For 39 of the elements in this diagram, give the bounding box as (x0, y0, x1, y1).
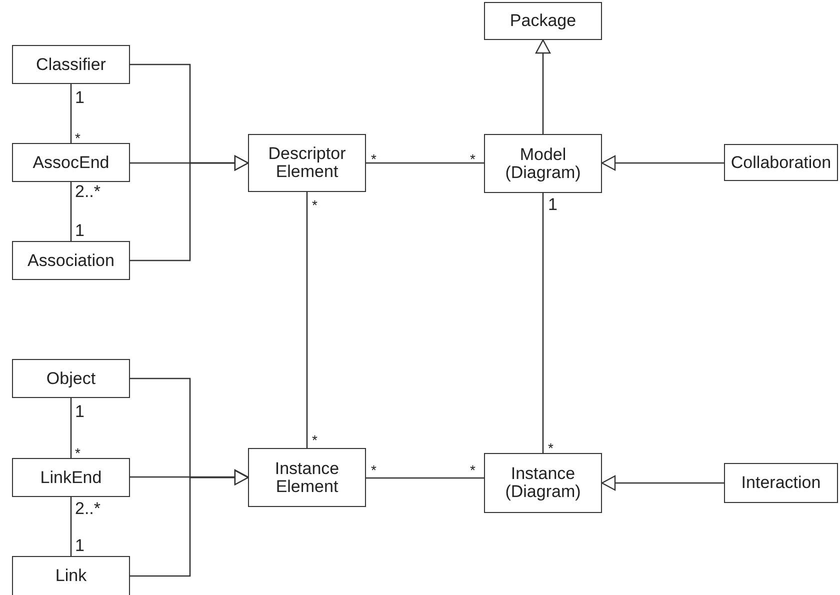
class-box: Descriptor Element (248, 134, 366, 192)
generalization-arrow (601, 155, 724, 171)
multiplicity-label: * (371, 151, 376, 168)
class-box: Link (12, 556, 130, 595)
class-box: Model (Diagram) (484, 134, 602, 193)
multiplicity-label: 1 (75, 89, 84, 106)
class-box: Instance Element (248, 448, 366, 507)
multiplicity-label: * (470, 462, 476, 479)
generalization-arrow (535, 39, 551, 134)
multiplicity-label: 1 (75, 537, 84, 554)
multiplicity-label: * (312, 432, 318, 449)
association-line (306, 192, 308, 448)
multiplicity-label: * (312, 197, 318, 214)
multiplicity-label: 2..* (75, 183, 101, 200)
class-box: Classifier (12, 45, 130, 84)
class-box: Package (484, 2, 602, 40)
association-line (70, 182, 72, 241)
class-box: Association (12, 241, 130, 280)
generalization-arrow (130, 470, 249, 577)
class-box: Instance (Diagram) (484, 453, 602, 513)
multiplicity-label: 1 (75, 403, 84, 420)
generalization-arrow (601, 475, 724, 491)
association-line (70, 84, 72, 143)
multiplicity-label: 1 (75, 222, 84, 239)
multiplicity-label: 1 (548, 196, 558, 213)
association-line (366, 162, 484, 164)
class-box: Collaboration (724, 144, 838, 181)
multiplicity-label: 2..* (75, 500, 101, 517)
association-line (366, 477, 484, 479)
association-line (70, 398, 72, 458)
generalization-arrow (130, 155, 249, 262)
association-line (542, 193, 544, 453)
class-box: AssocEnd (12, 143, 130, 182)
class-box: Object (12, 359, 130, 398)
class-box: Interaction (724, 463, 838, 503)
multiplicity-label: * (371, 462, 376, 479)
multiplicity-label: * (470, 151, 476, 168)
association-line (70, 497, 72, 556)
class-box: LinkEnd (12, 458, 130, 497)
